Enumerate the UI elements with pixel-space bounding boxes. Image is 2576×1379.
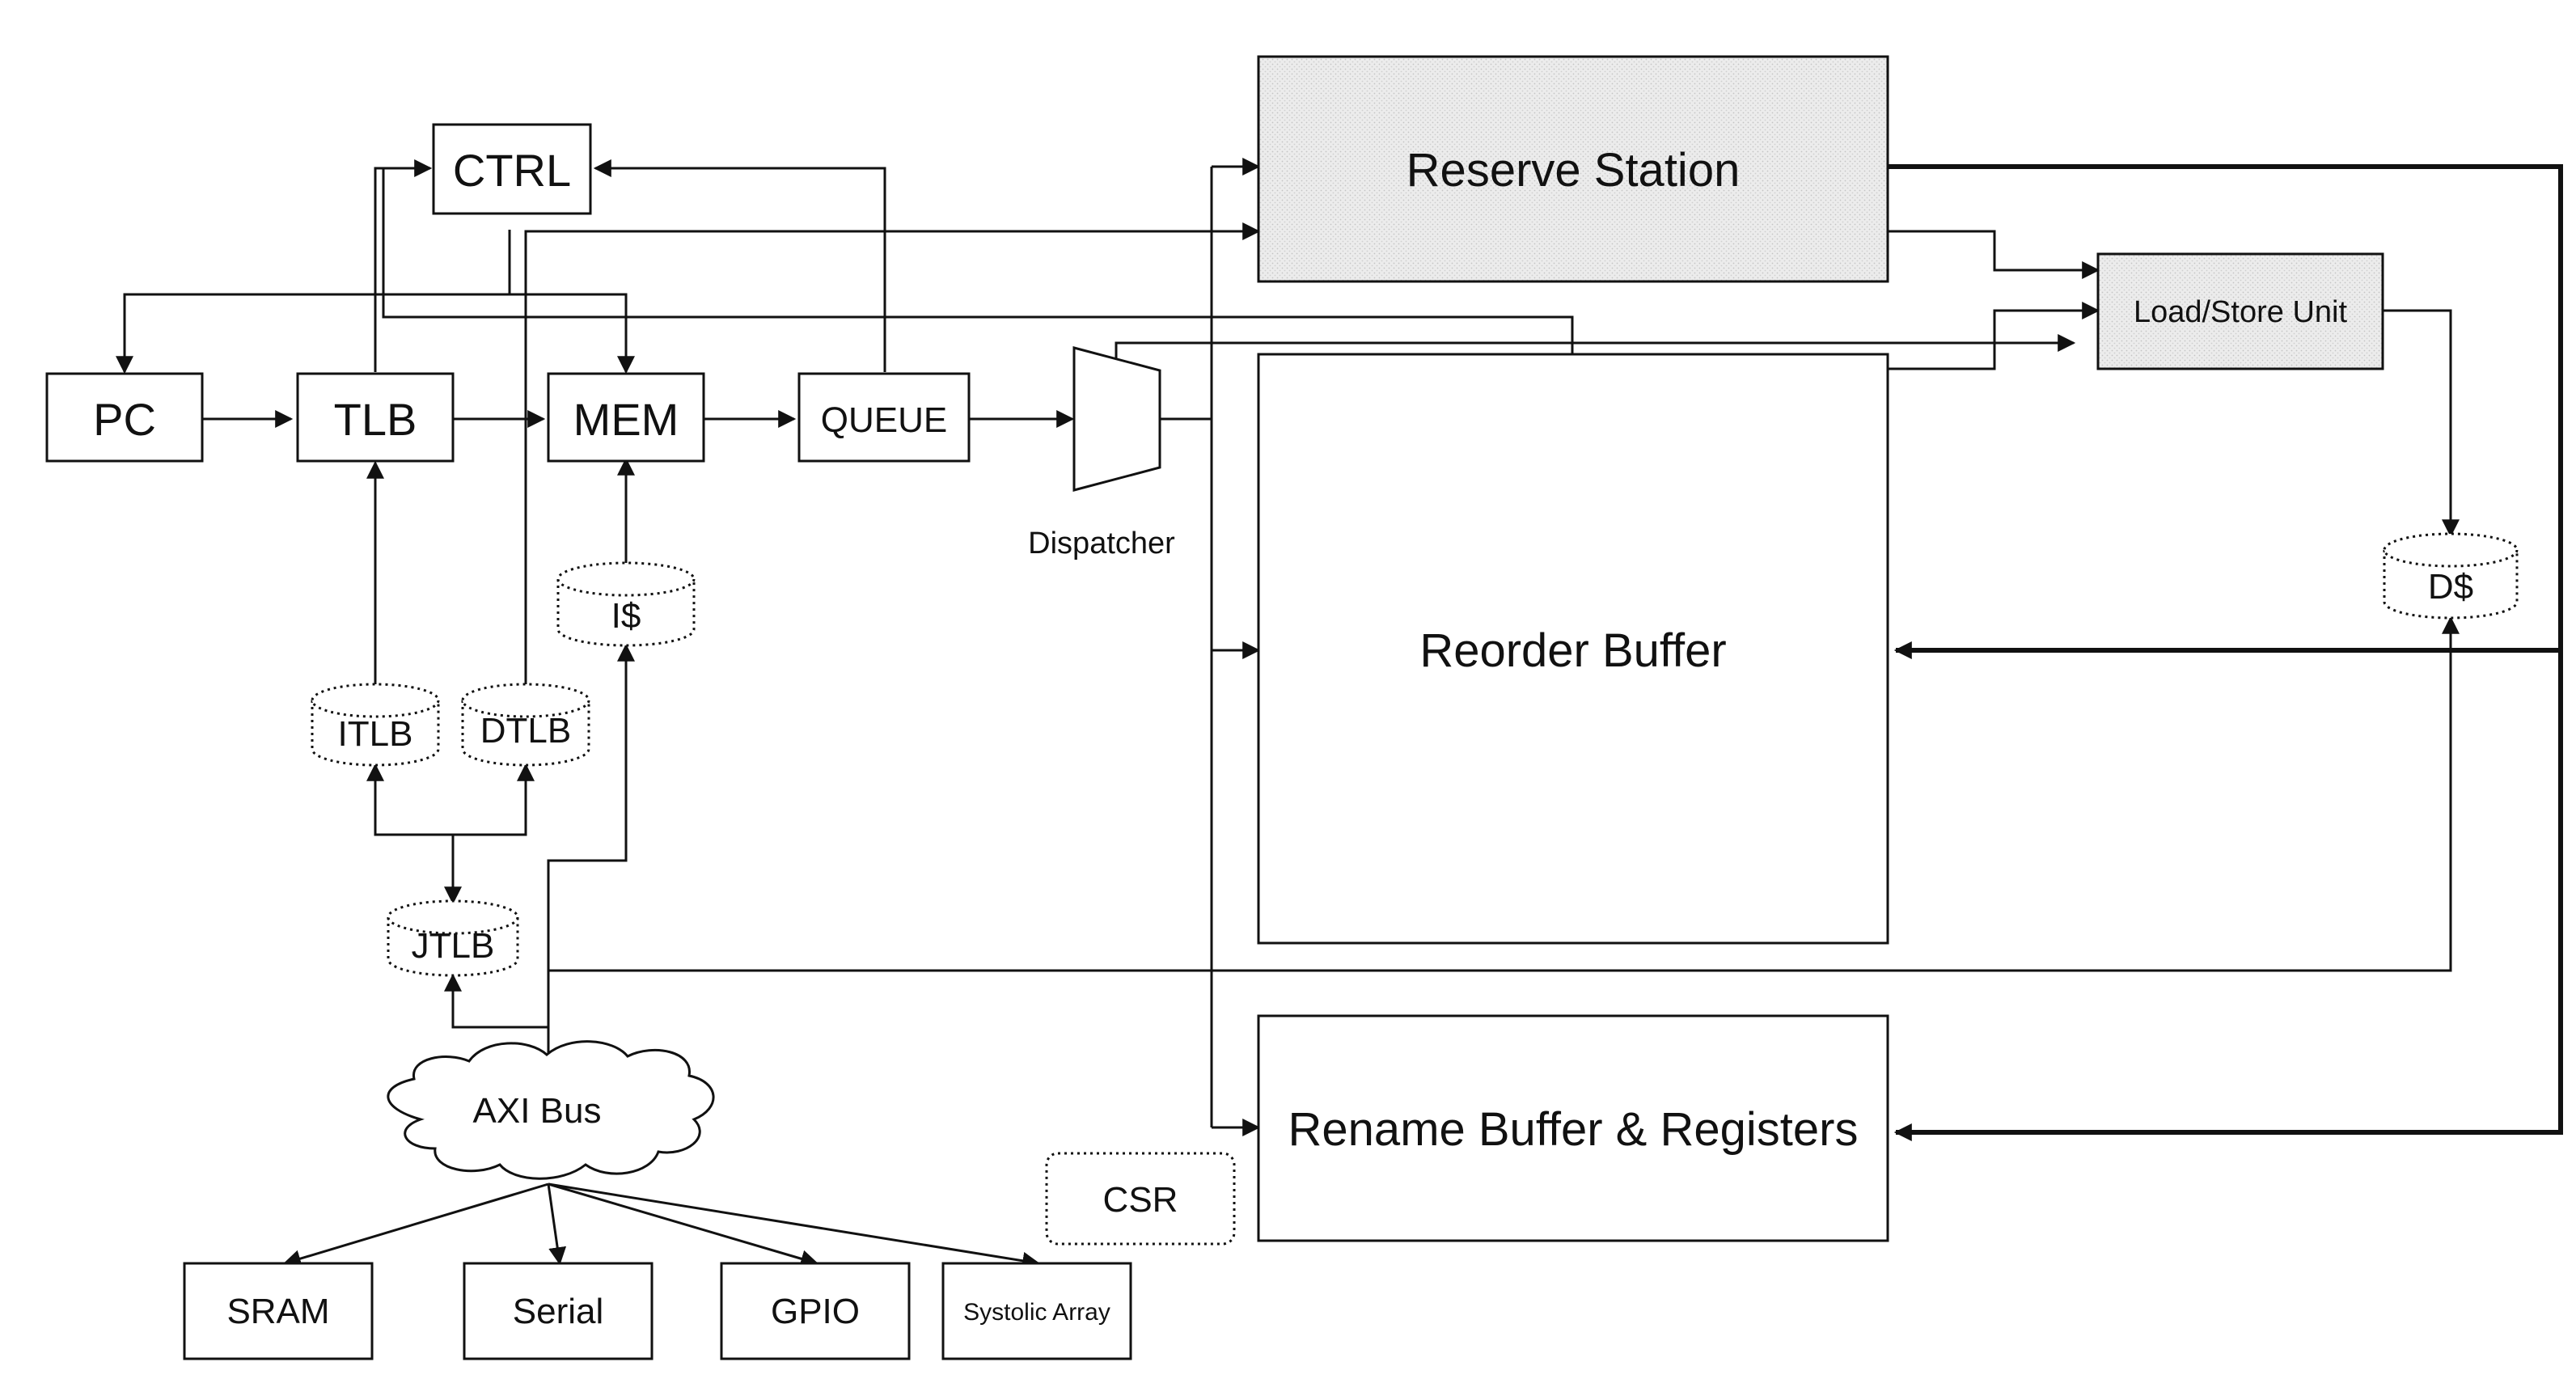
queue-label: QUEUE [821,400,947,440]
dispatcher-label: Dispatcher [1028,527,1175,560]
pc-label: PC [93,394,156,445]
tlb-label: TLB [334,394,417,445]
reorder-buffer-block: Reorder Buffer [1257,353,1889,945]
csr-label: CSR [1103,1180,1178,1220]
sram-label: SRAM [226,1292,329,1331]
axi-bus-label: AXI Bus [473,1091,602,1131]
axi-bus-cloud: AXI Bus [387,1040,715,1180]
itlb-cylinder: ITLB [311,683,440,767]
icache-cylinder: I$ [556,561,696,647]
rename-buffer-label: Rename Buffer & Registers [1288,1103,1859,1156]
mem-label: MEM [573,394,679,445]
dcache-cylinder: D$ [2383,532,2519,620]
reorder-buffer-label: Reorder Buffer [1419,624,1726,677]
dtlb-cylinder: DTLB [461,683,590,767]
queue-block: QUEUE [797,372,971,463]
gpio-block: GPIO [720,1262,911,1360]
pc-block: PC [45,372,204,463]
reserve-station-block: Reserve Station [1257,55,1889,283]
systolic-array-block: Systolic Array [941,1262,1132,1360]
rename-buffer-block: Rename Buffer & Registers [1257,1014,1889,1242]
ctrl-block: CTRL [432,123,592,215]
dcache-label: D$ [2428,567,2473,607]
serial-label: Serial [513,1292,604,1331]
itlb-label: ITLB [338,714,413,754]
systolic-array-label: Systolic Array [963,1299,1110,1326]
serial-block: Serial [463,1262,654,1360]
sram-block: SRAM [183,1262,374,1360]
reserve-station-label: Reserve Station [1406,144,1741,197]
csr-block: CSR [1045,1152,1236,1246]
ctrl-label: CTRL [453,145,571,196]
jtlb-cylinder: JTLB [387,899,519,977]
tlb-block: TLB [296,372,455,463]
dtlb-label: DTLB [480,711,571,751]
icache-label: I$ [611,596,641,636]
jtlb-label: JTLB [412,926,495,966]
load-store-unit-label: Load/Store Unit [2134,295,2347,329]
gpio-label: GPIO [771,1292,860,1331]
dispatcher-mux: Dispatcher [1028,346,1175,560]
connection-wires [116,158,2563,1270]
mem-block: MEM [547,372,705,463]
load-store-unit-block: Load/Store Unit [2096,252,2384,370]
